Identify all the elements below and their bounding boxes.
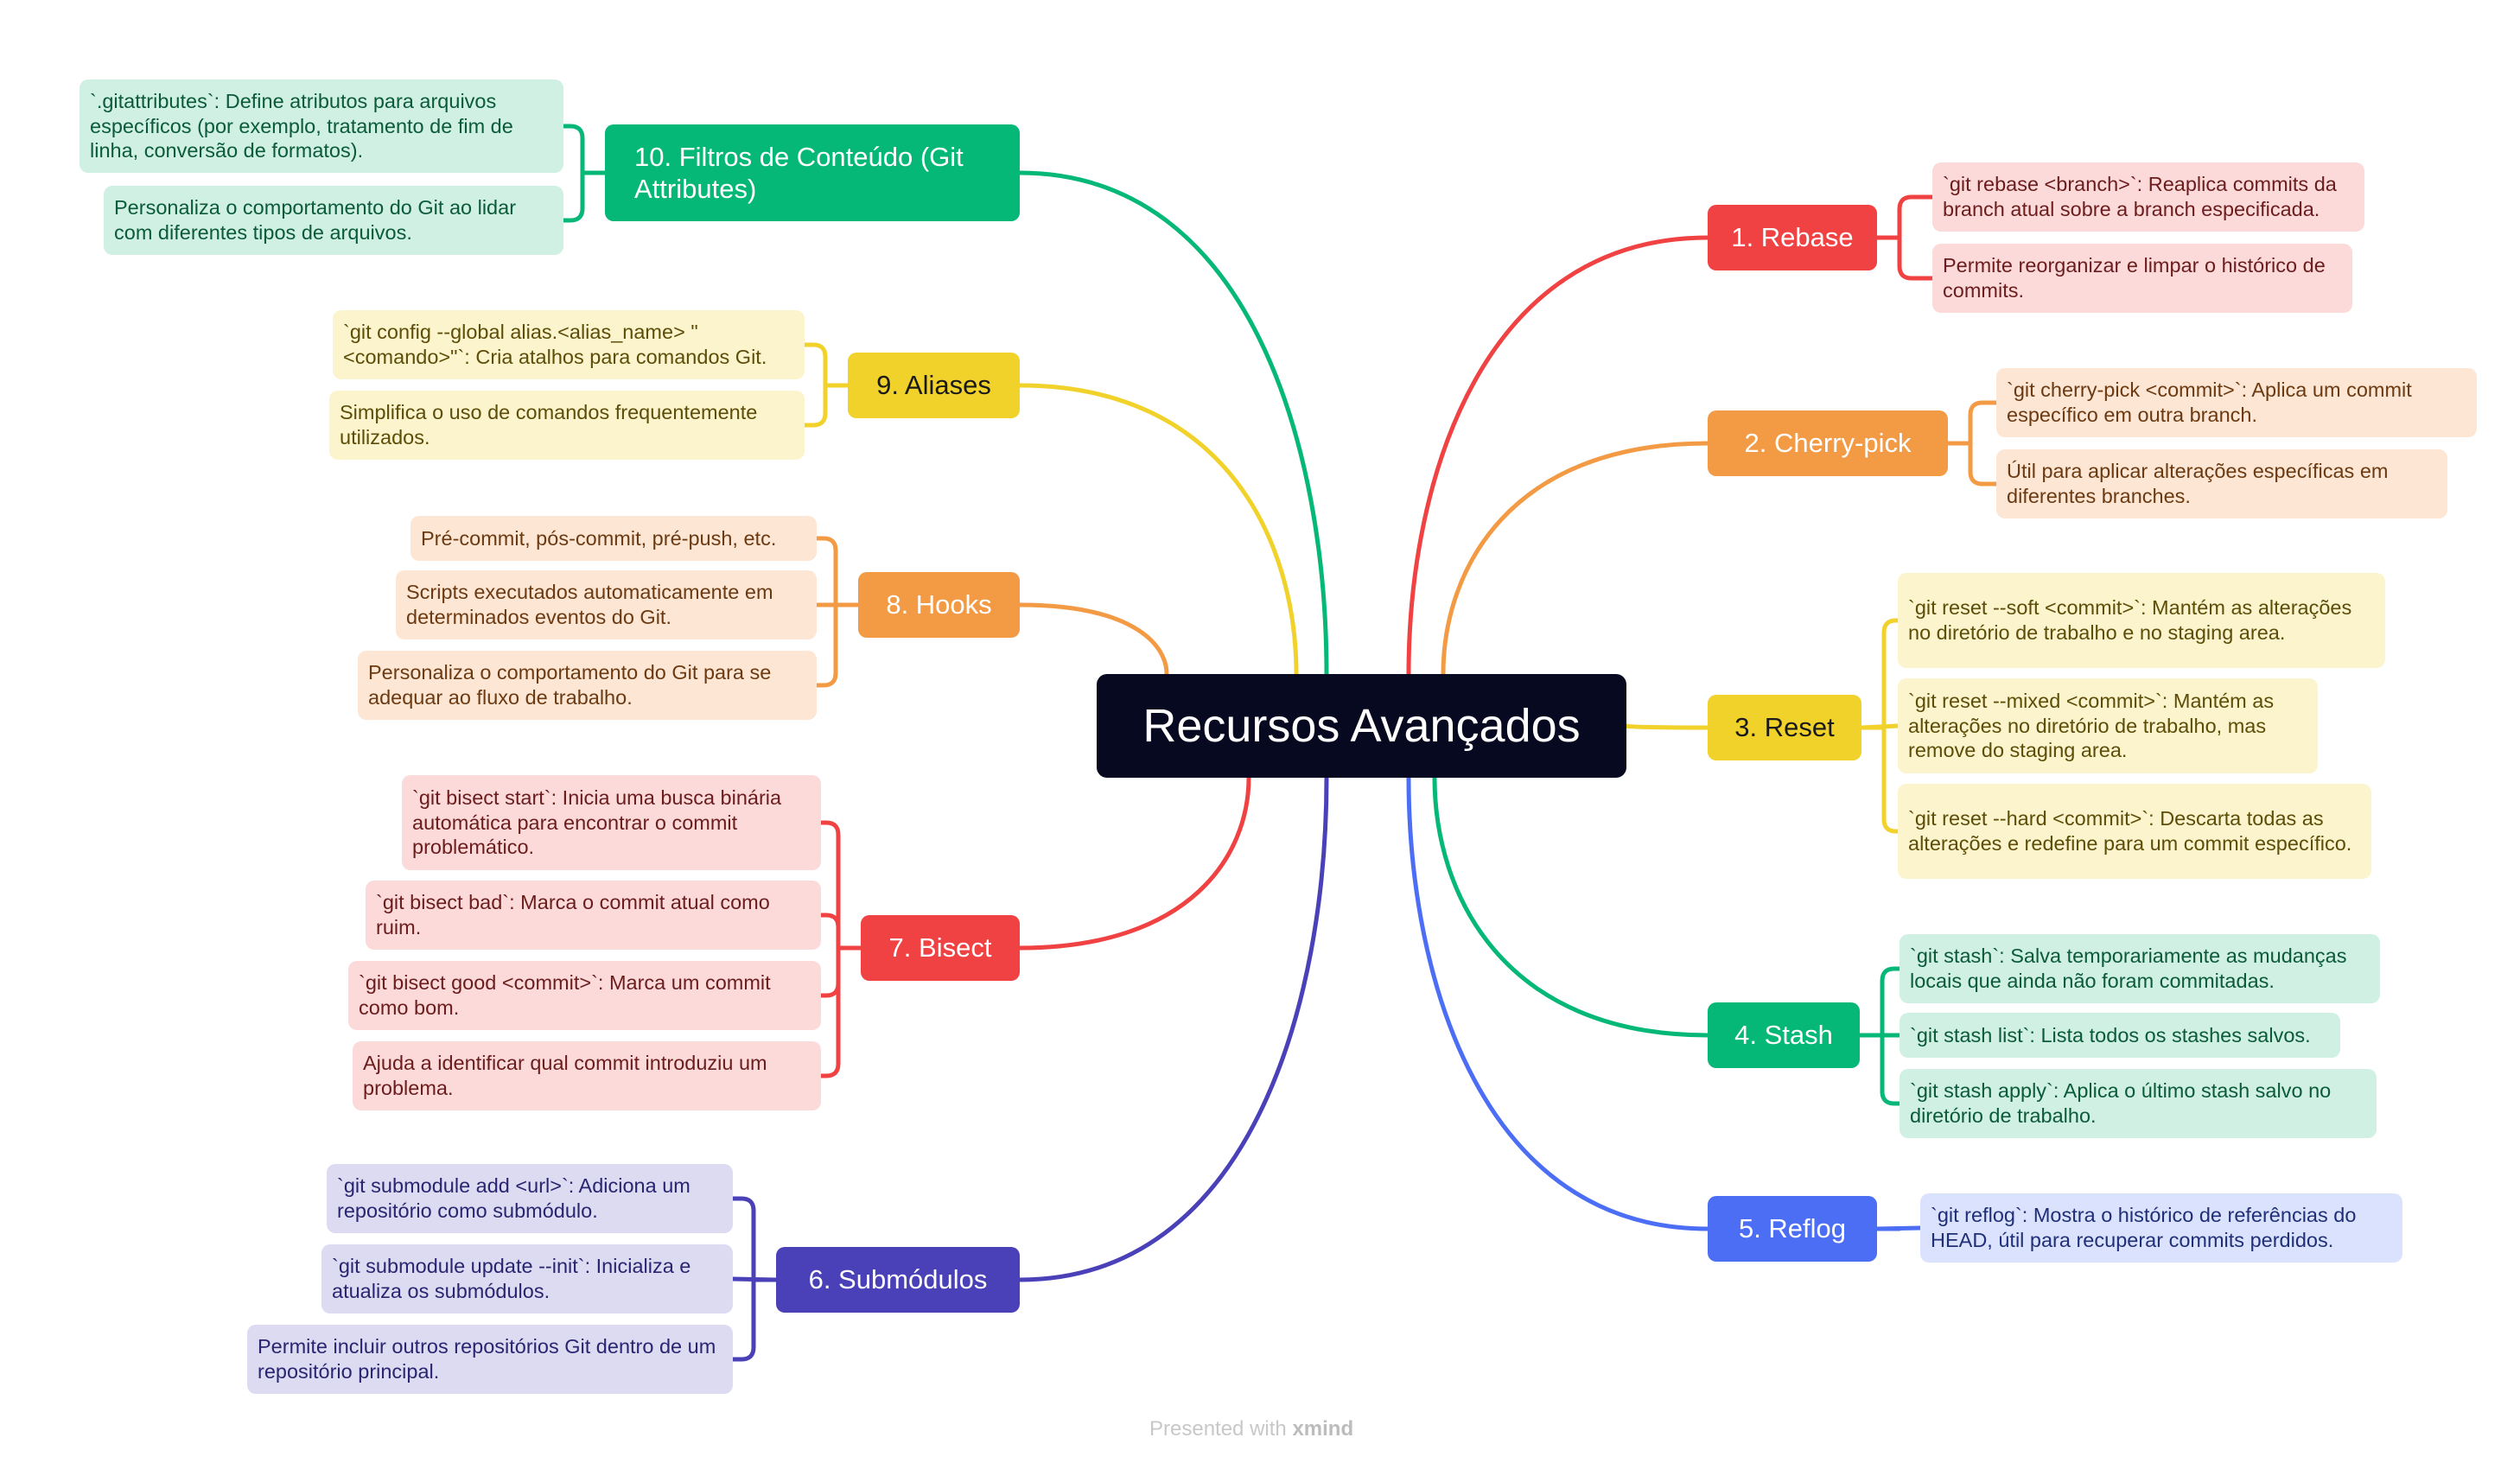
topic-reflog[interactable]: 5. Reflog — [1708, 1196, 1877, 1262]
topic-hooks[interactable]: 8. Hooks — [858, 572, 1020, 638]
subtopic-cherry-pick-2[interactable]: Útil para aplicar alterações específicas… — [1996, 449, 2447, 518]
leaf-connector-bisect-2 — [818, 913, 841, 951]
subtopic-filtros-2[interactable]: Personaliza o comportamento do Git ao li… — [104, 186, 563, 255]
topic-reset[interactable]: 3. Reset — [1708, 695, 1861, 760]
subtopic-reflog-1[interactable]: `git reflog`: Mostra o histórico de refe… — [1920, 1193, 2402, 1263]
leaf-connector-cherry-pick-2 — [1968, 441, 1999, 487]
subtopic-reset-3[interactable]: `git reset --hard <commit>`: Descarta to… — [1898, 784, 2371, 879]
leaf-connector-reset-1 — [1881, 618, 1900, 730]
leaf-connector-bisect-3 — [818, 945, 841, 998]
branch-connector-submodulos — [1017, 775, 1329, 1282]
central-topic[interactable]: Recursos Avançados — [1097, 674, 1626, 778]
leaf-connector-stash-1 — [1880, 966, 1902, 1038]
topic-rebase[interactable]: 1. Rebase — [1708, 205, 1877, 270]
leaf-connector-aliases-1 — [802, 342, 828, 388]
branch-connector-cherry-pick — [1441, 441, 1710, 677]
subtopic-bisect-4[interactable]: Ajuda a identificar qual commit introduz… — [353, 1041, 821, 1110]
leaf-connector-hooks-1 — [814, 536, 838, 607]
watermark-prefix: Presented with — [1149, 1417, 1287, 1441]
subtopic-bisect-1[interactable]: `git bisect start`: Inicia uma busca bin… — [402, 775, 821, 870]
subtopic-hooks-2[interactable]: Scripts executados automaticamente em de… — [396, 570, 817, 639]
leaf-connector-filtros-2 — [561, 170, 585, 223]
subtopic-reset-1[interactable]: `git reset --soft <commit>`: Mantém as a… — [1898, 573, 2385, 668]
subtopic-hooks-3[interactable]: Personaliza o comportamento do Git para … — [358, 651, 817, 720]
subtopic-stash-2[interactable]: `git stash list`: Lista todos os stashes… — [1900, 1013, 2340, 1058]
subtopic-rebase-2[interactable]: Permite reorganizar e limpar o histórico… — [1932, 244, 2352, 313]
subtopic-bisect-2[interactable]: `git bisect bad`: Marca o commit atual c… — [366, 881, 821, 950]
branch-connector-rebase — [1406, 235, 1710, 677]
branch-connector-filtros — [1017, 170, 1329, 677]
leaf-connector-rebase-1 — [1897, 194, 1935, 240]
branch-connector-aliases — [1017, 383, 1299, 677]
subtopic-submodulos-3[interactable]: Permite incluir outros repositórios Git … — [247, 1325, 733, 1394]
subtopic-filtros-1[interactable]: `.gitattributes`: Define atributos para … — [80, 80, 563, 173]
topic-filtros[interactable]: 10. Filtros de Conteúdo (Git Attributes) — [605, 124, 1020, 221]
branch-connector-reset — [1624, 723, 1710, 730]
subtopic-hooks-1[interactable]: Pré-commit, pós-commit, pré-push, etc. — [410, 516, 817, 561]
subtopic-aliases-1[interactable]: `git config --global alias.<alias_name> … — [333, 310, 805, 379]
topic-submodulos[interactable]: 6. Submódulos — [776, 1247, 1020, 1313]
leaf-connector-reset-3 — [1881, 725, 1900, 834]
leaf-connector-stash-3 — [1880, 1033, 1902, 1106]
leaf-connector-submodulos-1 — [730, 1196, 756, 1282]
subtopic-submodulos-2[interactable]: `git submodule update --init`: Inicializ… — [321, 1244, 733, 1314]
leaf-connector-bisect-1 — [818, 820, 841, 951]
subtopic-bisect-3[interactable]: `git bisect good <commit>`: Marca um com… — [348, 961, 821, 1030]
branch-connector-hooks — [1017, 602, 1169, 677]
leaf-connector-rebase-2 — [1897, 235, 1935, 281]
branch-connector-stash — [1432, 775, 1710, 1038]
leaf-connector-cherry-pick-1 — [1968, 400, 1999, 446]
subtopic-cherry-pick-1[interactable]: `git cherry-pick <commit>`: Aplica um co… — [1996, 368, 2477, 437]
subtopic-submodulos-1[interactable]: `git submodule add <url>`: Adiciona um r… — [327, 1164, 733, 1233]
subtopic-stash-1[interactable]: `git stash`: Salva temporariamente as mu… — [1900, 934, 2380, 1003]
subtopic-stash-3[interactable]: `git stash apply`: Aplica o último stash… — [1900, 1069, 2377, 1138]
leaf-connector-filtros-1 — [561, 124, 585, 175]
presented-with-xmind-watermark: Presented with xmind — [1149, 1417, 1353, 1441]
subtopic-rebase-1[interactable]: `git rebase <branch>`: Reaplica commits … — [1932, 162, 2364, 232]
branch-connector-reflog — [1406, 775, 1710, 1231]
subtopic-reset-2[interactable]: `git reset --mixed <commit>`: Mantém as … — [1898, 678, 2318, 773]
leaf-connector-submodulos-3 — [730, 1277, 756, 1362]
subtopic-aliases-2[interactable]: Simplifica o uso de comandos frequenteme… — [329, 391, 805, 460]
leaf-connector-aliases-2 — [802, 383, 828, 428]
topic-bisect[interactable]: 7. Bisect — [861, 915, 1020, 981]
topic-stash[interactable]: 4. Stash — [1708, 1002, 1860, 1068]
xmind-logo: xmind — [1292, 1417, 1354, 1441]
topic-cherry-pick[interactable]: 2. Cherry-pick — [1708, 410, 1948, 476]
leaf-connector-bisect-4 — [818, 945, 841, 1078]
leaf-connector-hooks-3 — [814, 602, 838, 688]
topic-aliases[interactable]: 9. Aliases — [848, 353, 1020, 418]
branch-connector-bisect — [1017, 775, 1251, 951]
